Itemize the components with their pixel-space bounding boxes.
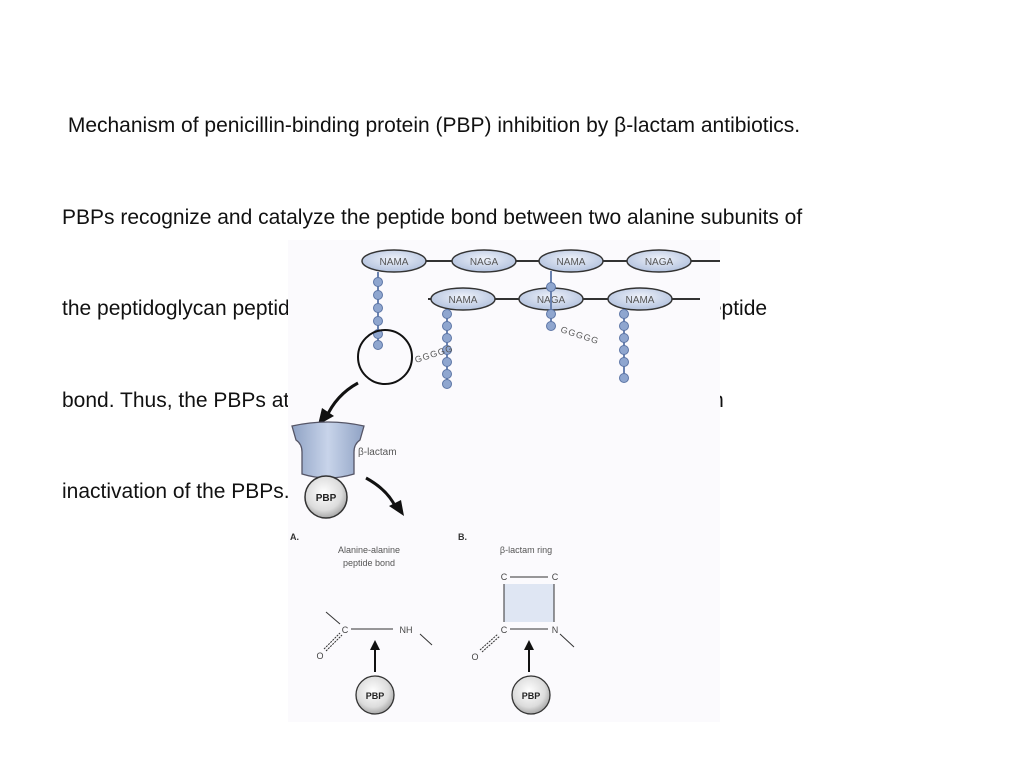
- ring-atom-c-top-right: C: [552, 572, 559, 582]
- curved-arrow-1: [318, 381, 359, 425]
- pbp-bound: PBP: [304, 475, 348, 519]
- svg-text:NAGA: NAGA: [470, 257, 499, 268]
- ring-atom-c-top-left: C: [501, 572, 508, 582]
- panel-b-atom-o: O: [471, 652, 478, 662]
- caption-line-2: PBPs recognize and catalyze the peptide …: [62, 205, 803, 229]
- top-chain-node-4: NAGA: [626, 249, 692, 273]
- panel-a-structure: [323, 611, 433, 652]
- beta-lactam-label: β-lactam: [358, 447, 397, 458]
- panel-a-atom-nh: NH: [400, 625, 413, 635]
- glycine-bridge-2: GGGGG: [559, 324, 600, 346]
- panel-a-letter: A.: [290, 532, 299, 542]
- panel-a-title-1: Alanine-alanine: [338, 545, 400, 555]
- panel-a-arrow: [370, 640, 380, 672]
- peptide-chain-2: [442, 309, 452, 389]
- svg-text:NAMA: NAMA: [449, 295, 478, 306]
- svg-text:PBP: PBP: [366, 691, 385, 701]
- peptide-chain-3: [546, 271, 556, 331]
- panel-a-pbp: PBP: [355, 675, 395, 715]
- top-chain-node-3: NAMA: [538, 249, 604, 273]
- ring-atom-c: C: [501, 625, 508, 635]
- ring-atom-n: N: [552, 625, 559, 635]
- peptide-chain-1: [373, 272, 383, 350]
- mechanism-diagram: NAMA NAGA NAMA NAGA NAMA NAGA NAMA: [290, 249, 720, 715]
- panel-b-arrow: [524, 640, 534, 672]
- svg-text:NAGA: NAGA: [645, 257, 674, 268]
- highlight-circle: [357, 329, 413, 385]
- curved-arrow-2: [365, 476, 404, 516]
- panel-b-title: β-lactam ring: [500, 545, 552, 555]
- panel-b-bonds: [479, 633, 575, 653]
- caption-line-5: inactivation of the PBPs.: [62, 480, 290, 503]
- svg-text:PBP: PBP: [316, 493, 337, 504]
- pbp-mechanism-figure: NAMA NAGA NAMA NAGA NAMA NAGA NAMA: [288, 240, 720, 722]
- panel-a-atom-c: C: [342, 625, 349, 635]
- caption-line-1: Mechanism of penicillin-binding protein …: [62, 114, 801, 137]
- panel-b-pbp: PBP: [511, 675, 551, 715]
- bottom-chain-node-1: NAMA: [430, 287, 496, 311]
- peptide-chain-4: [619, 309, 629, 383]
- top-chain-node-2: NAGA: [451, 249, 517, 273]
- panel-a-atom-o: O: [316, 651, 323, 661]
- top-chain-node-1: NAMA: [361, 249, 427, 273]
- svg-text:NAMA: NAMA: [557, 257, 586, 268]
- beta-lactam-cup: [291, 421, 365, 479]
- beta-lactam-ring-square: [503, 576, 555, 630]
- panel-a-title-2: peptide bond: [343, 558, 395, 568]
- svg-text:PBP: PBP: [522, 691, 541, 701]
- svg-text:NAMA: NAMA: [380, 257, 409, 268]
- bottom-chain-node-3: NAMA: [607, 287, 673, 311]
- svg-text:NAMA: NAMA: [626, 295, 655, 306]
- panel-b-letter: B.: [458, 532, 467, 542]
